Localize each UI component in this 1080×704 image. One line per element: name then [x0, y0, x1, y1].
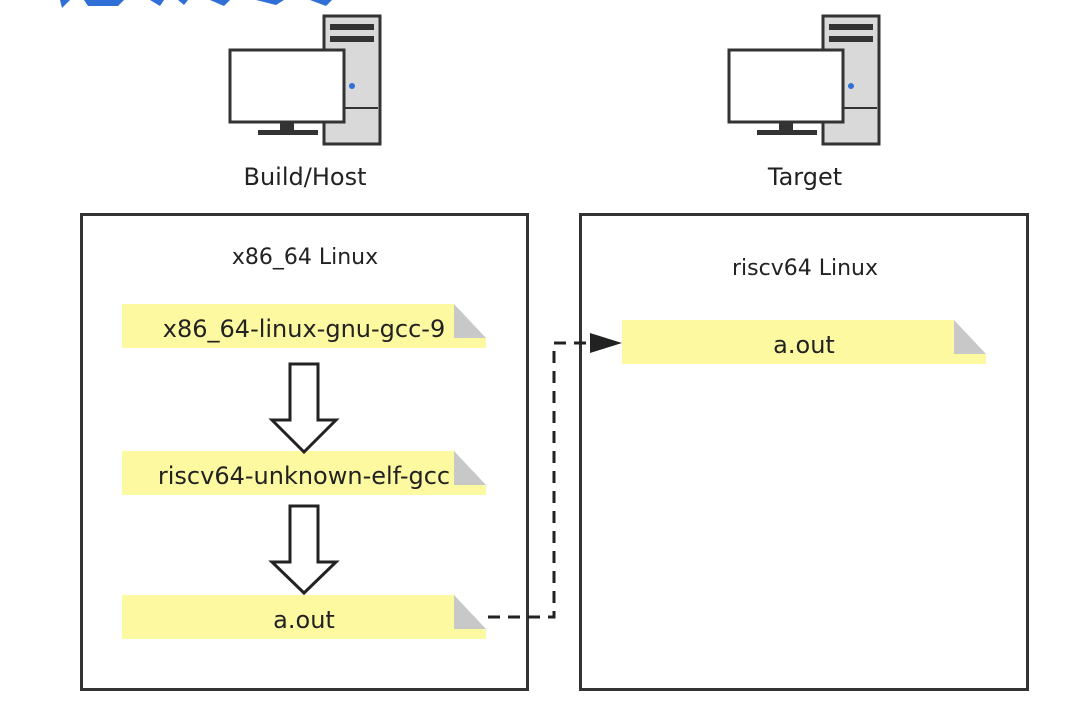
- folded-corner-icon: [454, 595, 486, 639]
- target-binary-label: a.out: [773, 331, 835, 359]
- target-computer-icon: [727, 14, 881, 146]
- folded-corner-icon: [954, 320, 986, 364]
- native-gcc-note: x86_64-linux-gnu-gcc-9: [122, 304, 486, 348]
- clipped-heading-fragment: [60, 0, 332, 8]
- build-host-label: Build/Host: [243, 163, 367, 191]
- folded-corner-icon: [454, 304, 486, 348]
- target-system-panel: [579, 213, 1029, 691]
- build-host-computer-icon: [228, 14, 382, 146]
- cross-compiler-label: riscv64-unknown-elf-gcc: [157, 462, 451, 490]
- native-gcc-label: x86_64-linux-gnu-gcc-9: [162, 315, 446, 343]
- cross-compiler-note: riscv64-unknown-elf-gcc: [122, 451, 486, 495]
- target-binary-note: a.out: [622, 320, 986, 364]
- host-binary-note: a.out: [122, 595, 486, 639]
- target-os-title: riscv64 Linux: [732, 256, 878, 281]
- folded-corner-icon: [454, 451, 486, 495]
- target-label: Target: [767, 163, 843, 191]
- host-os-title: x86_64 Linux: [231, 245, 379, 270]
- host-binary-label: a.out: [273, 606, 335, 634]
